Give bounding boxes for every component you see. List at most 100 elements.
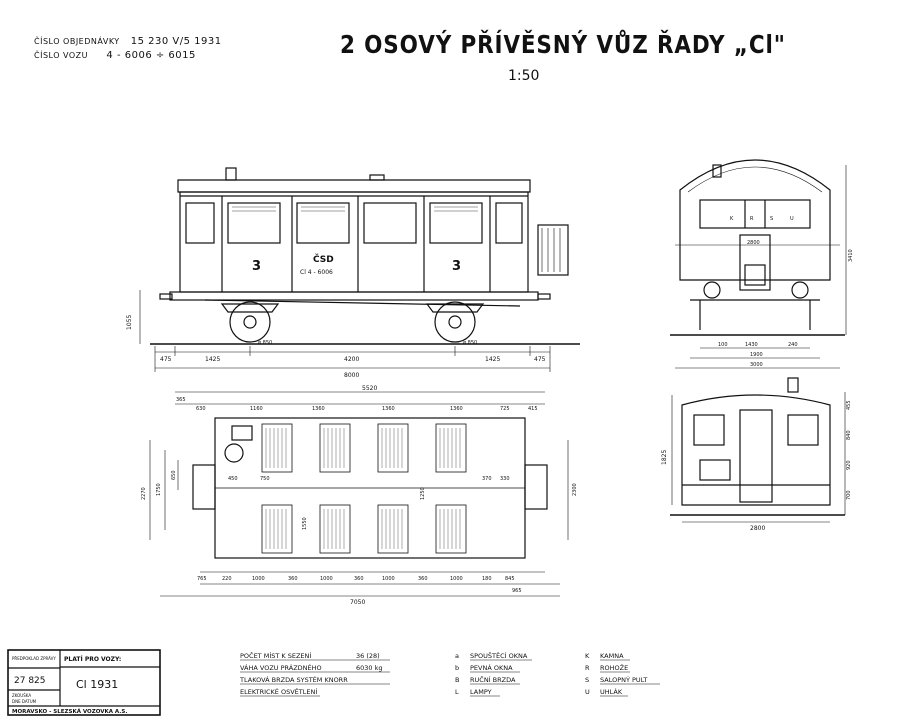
buffer-left	[159, 293, 173, 300]
end-dim-4: 240	[788, 342, 798, 348]
roof-vent-left	[225, 167, 237, 181]
plan-top-total: 5520	[362, 385, 377, 392]
legend-K-text: KAMNA	[600, 652, 624, 660]
dim-b3: 4200	[344, 356, 359, 363]
stove-symbol	[224, 443, 244, 463]
title-block-frame	[7, 649, 161, 716]
tb-valid-for: PLATÍ PRO VOZY:	[64, 655, 121, 663]
end-dim-1: 100	[718, 342, 728, 348]
side-view	[139, 167, 580, 372]
plan-top-3: 1160	[250, 406, 263, 412]
section-door	[739, 409, 773, 503]
plan-inner-1: 450	[228, 476, 238, 482]
dim-b4: 1425	[485, 356, 500, 363]
buffer-right	[537, 293, 551, 300]
plan-left-3: 650	[171, 470, 177, 480]
car-number-mark: Cl 4 - 6006	[300, 269, 333, 276]
end-label-r: R	[750, 216, 754, 222]
end-label-u: U	[790, 216, 794, 222]
plan-top-1: 365	[176, 397, 186, 403]
end-dim-2: 1430	[745, 342, 758, 348]
order-label: ČÍSLO OBJEDNÁVKY	[34, 37, 120, 46]
plan-top-4: 1360	[312, 406, 325, 412]
tb-prediction: PŘEDPOKLAD ZPRÁVY	[12, 656, 56, 661]
plan-view	[149, 391, 569, 597]
drawing-title: 2 OSOVÝ PŘÍVĚSNÝ VŮZ ŘADY „Cl"	[340, 30, 786, 59]
plan-inner-2: 750	[260, 476, 270, 482]
legend-L-text: LAMPY	[470, 688, 492, 696]
plan-top-7: 725	[500, 406, 510, 412]
spec-2-label: VÁHA VOZU PRÁZDNÉHO	[240, 663, 322, 672]
plan-bot-1: 765	[197, 576, 207, 582]
legend-R-key: R	[585, 664, 590, 672]
tb-number: 27 825	[14, 676, 46, 686]
spring-right	[425, 303, 485, 313]
underframe	[169, 291, 539, 301]
legend-S-key: S	[585, 676, 589, 684]
legend-L-key: L	[455, 688, 459, 696]
car-number-line: ČÍSLO VOZU 4 - 6006 ÷ 6015	[34, 50, 196, 61]
spring-left	[220, 303, 280, 313]
class-number-right: 3	[452, 259, 461, 274]
plan-top-5: 1360	[382, 406, 395, 412]
end-dim-5: 3000	[750, 362, 763, 368]
plan-bot-7: 1000	[382, 576, 395, 582]
legend-b-key: b	[455, 664, 459, 672]
end-dim-3: 1900	[750, 352, 763, 358]
end-label-s: S	[770, 216, 773, 222]
spec-1-label: POČET MÍST K SEZENÍ	[240, 651, 311, 660]
car-value: 4 - 6006 ÷ 6015	[106, 50, 196, 61]
legend-S-text: SALOPNÝ PULT	[600, 675, 647, 684]
window-2	[227, 202, 281, 244]
end-height: 3410	[848, 249, 854, 262]
plan-bot-11: 845	[505, 576, 515, 582]
end-label-k: K	[730, 216, 734, 222]
plan-top-8: 415	[528, 406, 538, 412]
coal-box	[231, 425, 253, 441]
order-value: 15 230 V/5 1931	[130, 36, 222, 47]
plan-bot-9: 1000	[450, 576, 463, 582]
plan-right-1: 2300	[572, 483, 578, 496]
car-label: ČÍSLO VOZU	[34, 51, 88, 60]
plan-top-2: 630	[196, 406, 206, 412]
side-height-dim: 1055	[126, 315, 133, 330]
wheel-left	[229, 301, 271, 343]
plan-top-6: 1360	[450, 406, 463, 412]
plan-bot-2: 220	[222, 576, 232, 582]
spec-3-label: TLAKOVÁ BRZDA SYSTÉM KNORR	[239, 675, 348, 684]
plan-bot-sub: 965	[512, 588, 522, 594]
spec-4-label: ELEKTRICKÉ OSVĚTLENÍ	[240, 687, 317, 696]
legend-B-text: RUČNÍ BRZDA	[470, 675, 516, 684]
section-height: 1825	[661, 450, 668, 465]
dim-overall-side: 8000	[344, 372, 359, 379]
plan-bot-5: 1000	[320, 576, 333, 582]
legend-a-text: SPOUŠTĚCÍ OKNA	[470, 651, 528, 660]
window-4	[363, 202, 417, 244]
owner-mark: ČSD	[313, 253, 334, 265]
plan-inner-4: 1250	[420, 487, 426, 500]
plan-bellows-left	[192, 464, 216, 510]
window-1	[185, 202, 215, 244]
buffer-end-right	[791, 281, 809, 299]
legend-K-key: K	[585, 652, 590, 660]
legend-b-text: PEVNÁ OKNA	[470, 663, 513, 672]
tb-small-1: ZKOUŠKA	[12, 693, 31, 698]
plan-bot-6: 360	[354, 576, 364, 582]
end-width-inner: 2800	[747, 240, 760, 246]
wheel-dia-left: ø 850	[258, 340, 272, 346]
tb-vehicles: Cl 1931	[76, 678, 118, 691]
wheel-right	[434, 301, 476, 343]
plan-bellows-right	[524, 464, 548, 510]
section-right-2: 840	[846, 430, 852, 440]
section-width: 2800	[750, 525, 765, 532]
wheel-dia-right: ø 850	[463, 340, 477, 346]
section-right-4: 700	[846, 490, 852, 500]
section-view	[670, 377, 846, 523]
window-3	[296, 202, 350, 244]
spec-1-value: 36 (28)	[356, 652, 380, 660]
class-number-left: 3	[252, 259, 261, 274]
end-profile	[679, 159, 831, 281]
plan-inner-5: 370	[482, 476, 492, 482]
plan-inner-3: 1550	[302, 517, 308, 530]
end-door	[739, 234, 771, 291]
